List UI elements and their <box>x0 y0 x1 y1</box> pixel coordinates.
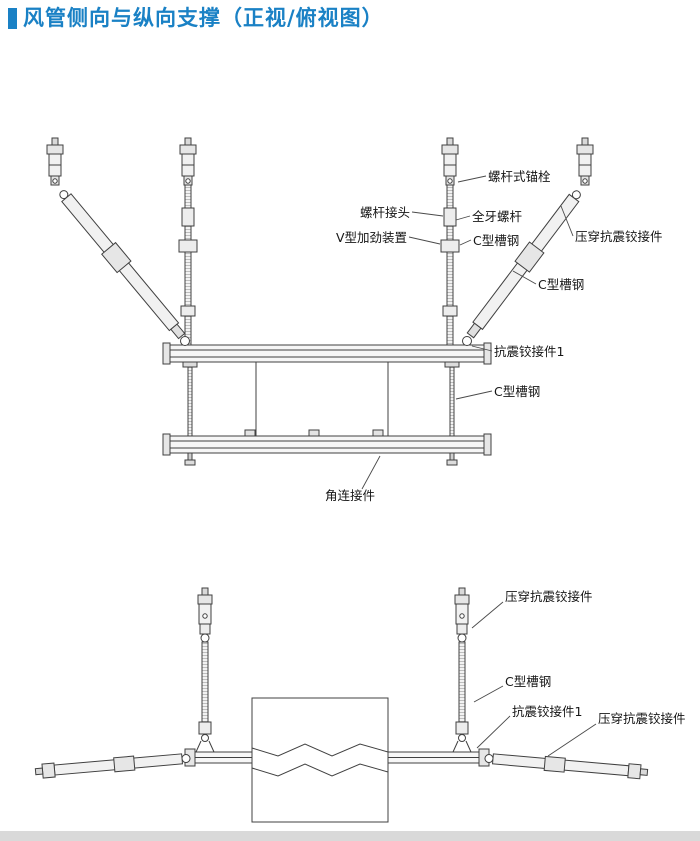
top-view-diagram <box>34 587 649 823</box>
label-seismic-hinge-1: 抗震铰接件1 <box>494 344 564 359</box>
label-angle-connector: 角连接件 <box>325 488 375 503</box>
footer-bar <box>0 831 700 841</box>
right-longitudinal-brace <box>484 753 649 780</box>
front-view-leader-lines <box>361 175 574 490</box>
page-title: 风管侧向与纵向支撑（正视/俯视图） <box>23 6 384 30</box>
hanger-assembly <box>197 587 213 742</box>
label-c-channel-b: C型槽钢 <box>538 277 584 292</box>
label-punch-seismic-hinge: 压穿抗震铰接件 <box>575 229 663 244</box>
left-diagonal-brace <box>59 190 186 340</box>
anchor-bolt-icon <box>576 137 594 186</box>
anchor-bolt-icon <box>46 137 64 186</box>
label-v-stiffener: V型加劲装置 <box>336 230 407 245</box>
bottom-channel <box>162 433 492 456</box>
label-c-channel-a: C型槽钢 <box>473 233 519 248</box>
top-view-leader-lines <box>471 601 597 757</box>
duct-front <box>255 361 389 437</box>
anchor-bolt-icon <box>179 137 197 186</box>
angle-connectors <box>244 429 384 437</box>
duct-plan <box>251 697 389 823</box>
label-full-thread-rod: 全牙螺杆 <box>472 209 523 224</box>
page-header: 风管侧向与纵向支撑（正视/俯视图） <box>8 6 384 30</box>
label-punch-seismic-hinge-right: 压穿抗震铰接件 <box>598 711 686 726</box>
label-c-channel-top: C型槽钢 <box>505 674 551 689</box>
break-line <box>251 743 389 757</box>
hanger-assembly <box>454 587 470 742</box>
right-hanger-vlink <box>452 740 472 753</box>
label-seismic-hinge-1-top: 抗震铰接件1 <box>512 704 582 719</box>
break-line <box>251 763 389 777</box>
left-vertical-rod <box>178 184 198 346</box>
anchor-bolt-icon <box>441 137 459 186</box>
right-vertical-rod <box>440 184 460 346</box>
label-rod-coupler: 螺杆接头 <box>360 205 410 220</box>
bottom-bolts <box>184 452 458 466</box>
front-view-diagram <box>46 137 594 466</box>
right-diagonal-brace <box>466 190 581 339</box>
label-c-channel-c: C型槽钢 <box>494 384 540 399</box>
left-longitudinal-brace <box>34 753 191 779</box>
label-anchor-bolt: 螺杆式锚栓 <box>488 169 551 184</box>
top-view-labels: 压穿抗震铰接件 C型槽钢 抗震铰接件1 压穿抗震铰接件 <box>471 589 686 757</box>
top-channel <box>162 342 492 365</box>
front-view-labels: 螺杆式锚栓 螺杆接头 全牙螺杆 V型加劲装置 C型槽钢 压穿抗震铰接件 C型槽钢… <box>325 169 663 503</box>
left-corner-hinge <box>180 336 190 346</box>
right-corner-hinge <box>462 336 472 346</box>
left-hanger-vlink <box>195 740 215 753</box>
label-punch-seismic-hinge-top: 压穿抗震铰接件 <box>505 589 593 604</box>
title-bullet-icon <box>8 8 17 30</box>
